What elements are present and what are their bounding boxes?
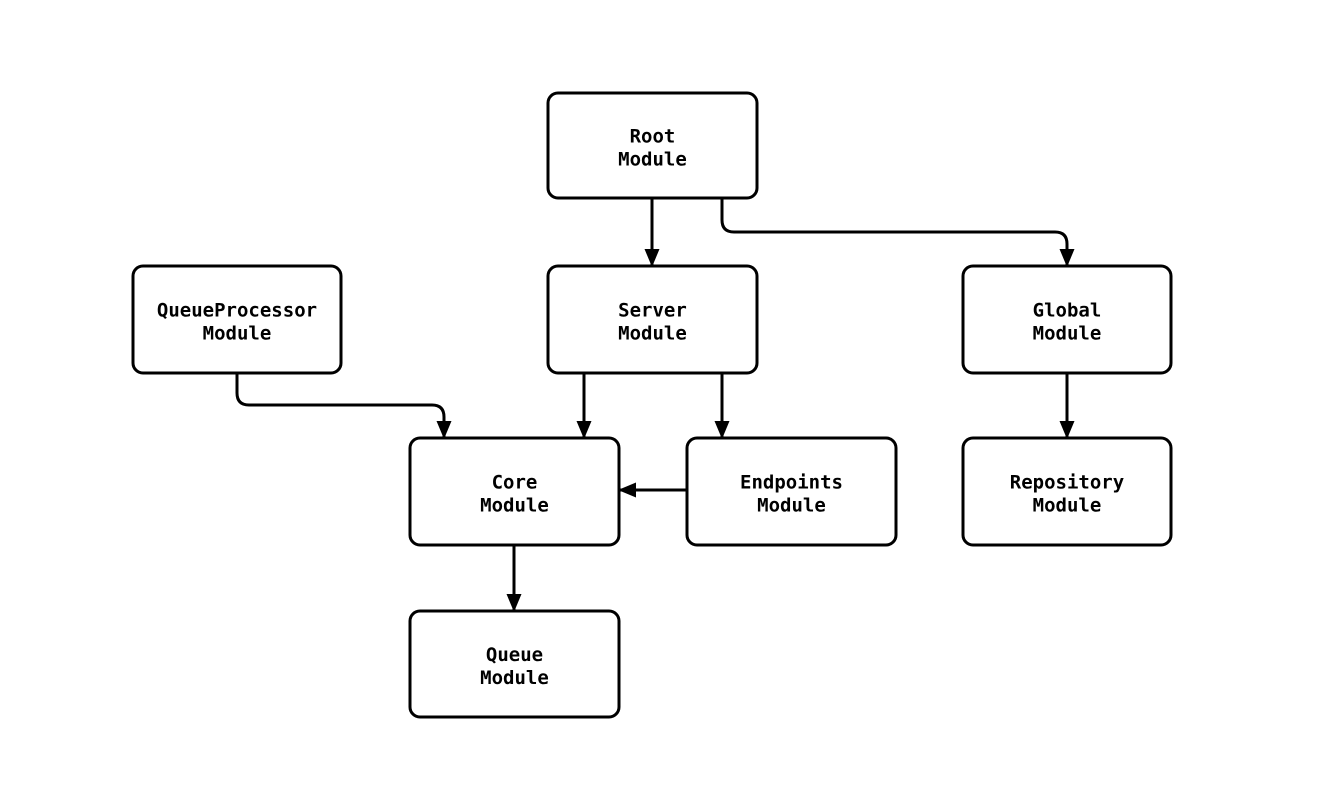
node-root-box: [546, 91, 759, 200]
node-global-label-line1: Global: [1033, 300, 1102, 322]
node-repository-label-line1: Repository: [1010, 472, 1124, 494]
node-queueprocessor-box: [131, 264, 343, 375]
nodes-layer: RootModuleQueueProcessorModuleServerModu…: [131, 91, 1173, 719]
node-repository-label-line2: Module: [1033, 495, 1102, 517]
node-queueprocessor-label-line2: Module: [203, 323, 272, 345]
edge-root-to-global: [720, 198, 1075, 267]
edge-queueprocessor-to-core: [235, 373, 452, 439]
node-endpoints-label-line2: Module: [757, 495, 826, 517]
node-global-label-line2: Module: [1033, 323, 1102, 345]
node-root-label-line2: Module: [618, 149, 687, 171]
node-queue-box: [408, 609, 621, 719]
node-root-label-line1: Root: [630, 126, 676, 148]
node-server-label-line2: Module: [618, 323, 687, 345]
node-endpoints-box: [685, 436, 898, 547]
node-queue-label-line1: Queue: [486, 644, 543, 666]
node-server-box: [546, 264, 759, 375]
node-core-box: [408, 436, 621, 547]
node-server-label-line1: Server: [618, 300, 687, 322]
node-core-label-line1: Core: [492, 472, 538, 494]
edges-layer: [235, 198, 1075, 612]
node-core-label-line2: Module: [480, 495, 549, 517]
node-global-box: [961, 264, 1173, 375]
node-endpoints-label-line1: Endpoints: [740, 472, 843, 494]
node-queue-label-line2: Module: [480, 667, 549, 689]
node-queueprocessor-label-line1: QueueProcessor: [157, 300, 317, 322]
node-repository-box: [961, 436, 1173, 547]
